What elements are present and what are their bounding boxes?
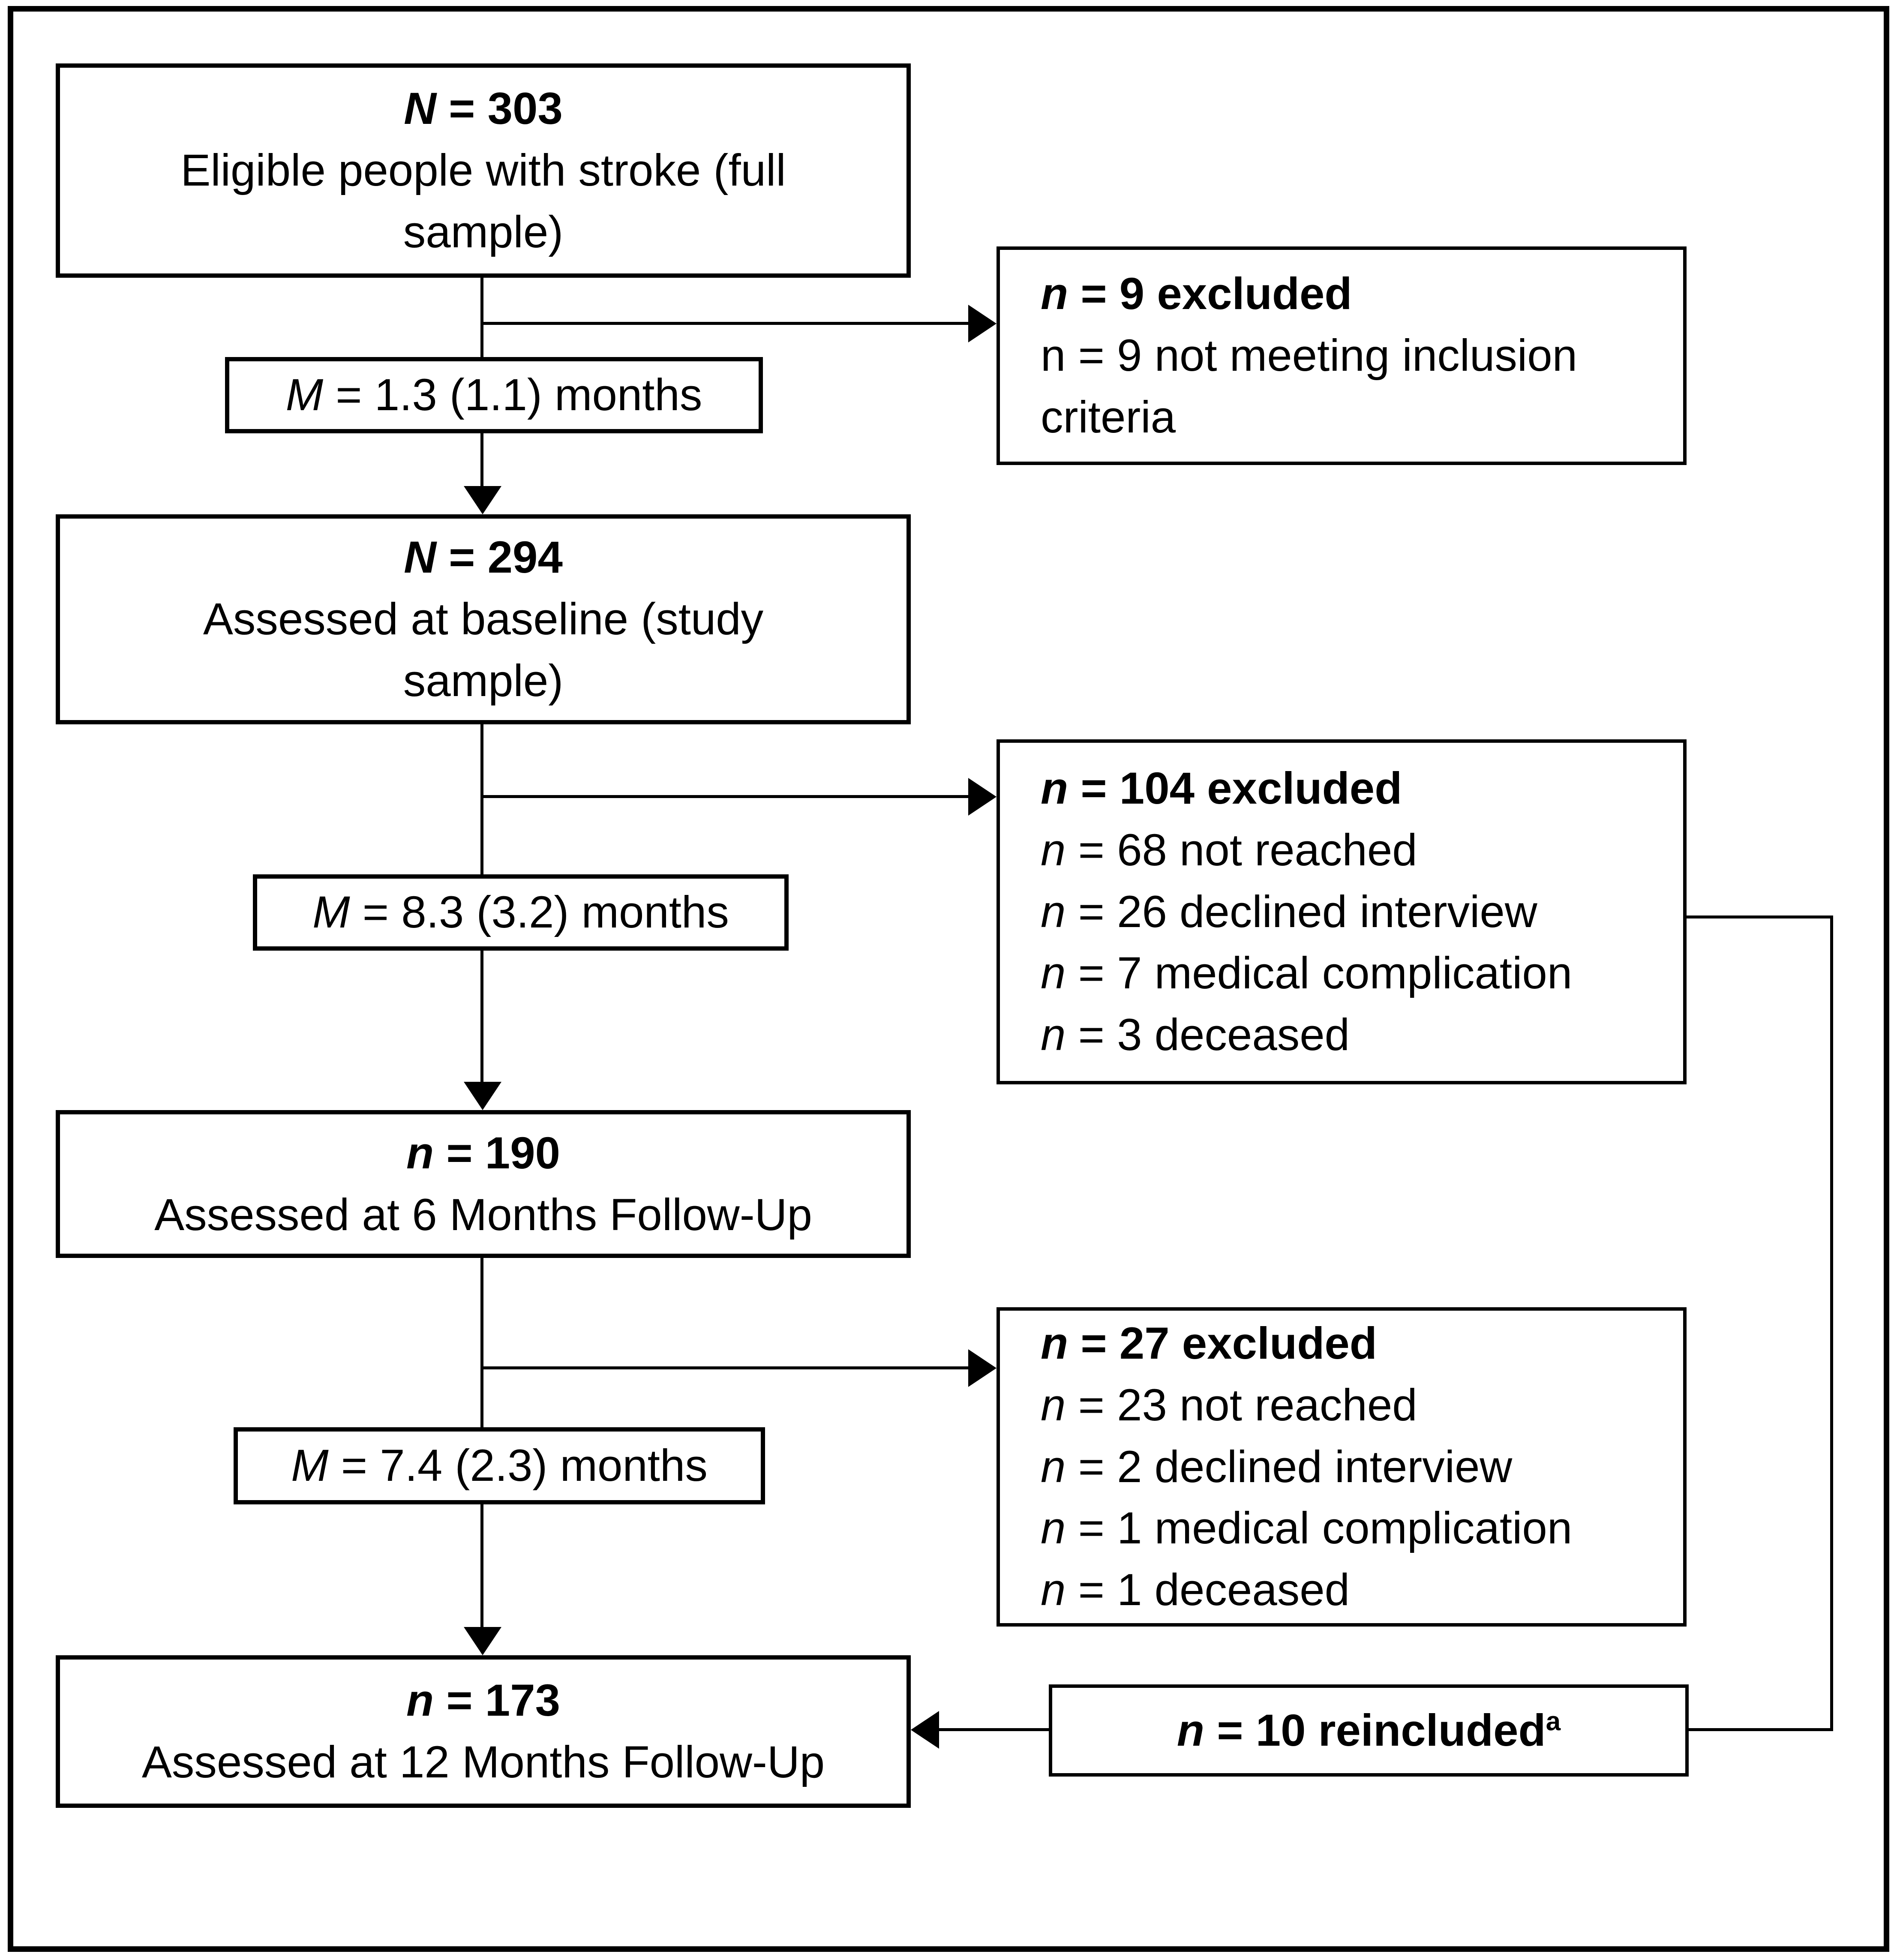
flow-line-branch-excluded-3 [482,1366,973,1369]
box-followup-12: n = 173 Assessed at 12 Months Follow-Up [56,1655,911,1808]
sample-size: n = 190 [406,1128,560,1178]
box-label-line: Assessed at 12 Months Follow-Up [141,1737,825,1787]
box-interval-3: M = 7.4 (2.3) months [234,1427,765,1504]
arrowhead-right-excluded-1 [968,305,997,342]
box-interval-2: M = 8.3 (3.2) months [253,874,789,951]
flow-line-reincluded-to-12mo [934,1728,1049,1731]
excluded-detail: n = 2 declined interview [1041,1441,1513,1492]
box-excluded-1: n = 9 excluded n = 9 not meeting inclusi… [997,246,1687,465]
box-full-sample: N = 303 Eligible people with stroke (ful… [56,63,911,278]
sample-size: N = 294 [404,532,563,583]
flow-line-reinclusion-top [1687,915,1833,918]
arrowhead-down-6mo [464,1082,501,1110]
box-label-line: Eligible people with stroke (full [180,145,786,196]
excluded-detail: n = 26 declined interview [1041,886,1537,937]
figure-border [8,6,1889,1952]
arrowhead-right-excluded-2 [968,778,997,816]
interval-label: M = 8.3 (3.2) months [312,887,729,938]
box-followup-6: n = 190 Assessed at 6 Months Follow-Up [56,1110,911,1258]
excluded-detail: n = 23 not reached [1041,1380,1417,1430]
excluded-detail: criteria [1041,392,1176,442]
interval-label: M = 7.4 (2.3) months [291,1441,708,1491]
box-excluded-3: n = 27 excluded n = 23 not reached n = 2… [997,1307,1687,1627]
excluded-title: n = 27 excluded [1041,1318,1377,1369]
arrowhead-down-baseline [464,486,501,514]
excluded-title: n = 9 excluded [1041,269,1352,319]
reincluded-label: n = 10 reincludeda [1177,1705,1561,1756]
arrowhead-right-excluded-3 [968,1349,997,1387]
excluded-detail: n = 7 medical complication [1041,948,1573,999]
box-baseline: N = 294 Assessed at baseline (study samp… [56,514,911,724]
sample-size: N = 303 [404,84,563,134]
footnote-marker: a [1546,1706,1561,1736]
flow-line-reinclusion-bottom [1689,1728,1833,1731]
excluded-detail: n = 68 not reached [1041,825,1417,875]
arrowhead-down-12mo [464,1627,501,1655]
flow-line-branch-excluded-1 [482,322,973,325]
interval-label: M = 1.3 (1.1) months [285,370,702,420]
box-label-line: Assessed at 6 Months Follow-Up [154,1189,812,1240]
excluded-detail: n = 1 deceased [1041,1565,1350,1615]
box-interval-1: M = 1.3 (1.1) months [225,357,763,433]
box-excluded-2: n = 104 excluded n = 68 not reached n = … [997,739,1687,1084]
excluded-detail: n = 9 not meeting inclusion [1041,330,1578,381]
excluded-detail: n = 3 deceased [1041,1010,1350,1060]
excluded-detail: n = 1 medical complication [1041,1503,1573,1554]
box-label-line: Assessed at baseline (study [203,594,764,645]
sample-size: n = 173 [406,1675,560,1726]
box-reincluded: n = 10 reincludeda [1049,1684,1689,1777]
excluded-title: n = 104 excluded [1041,763,1402,813]
arrowhead-left-12mo [911,1711,939,1749]
box-label-line: sample) [403,655,564,706]
flow-line-branch-excluded-2 [482,795,973,798]
flow-line-reinclusion-vertical [1830,915,1833,1731]
box-label-line: sample) [403,207,564,257]
